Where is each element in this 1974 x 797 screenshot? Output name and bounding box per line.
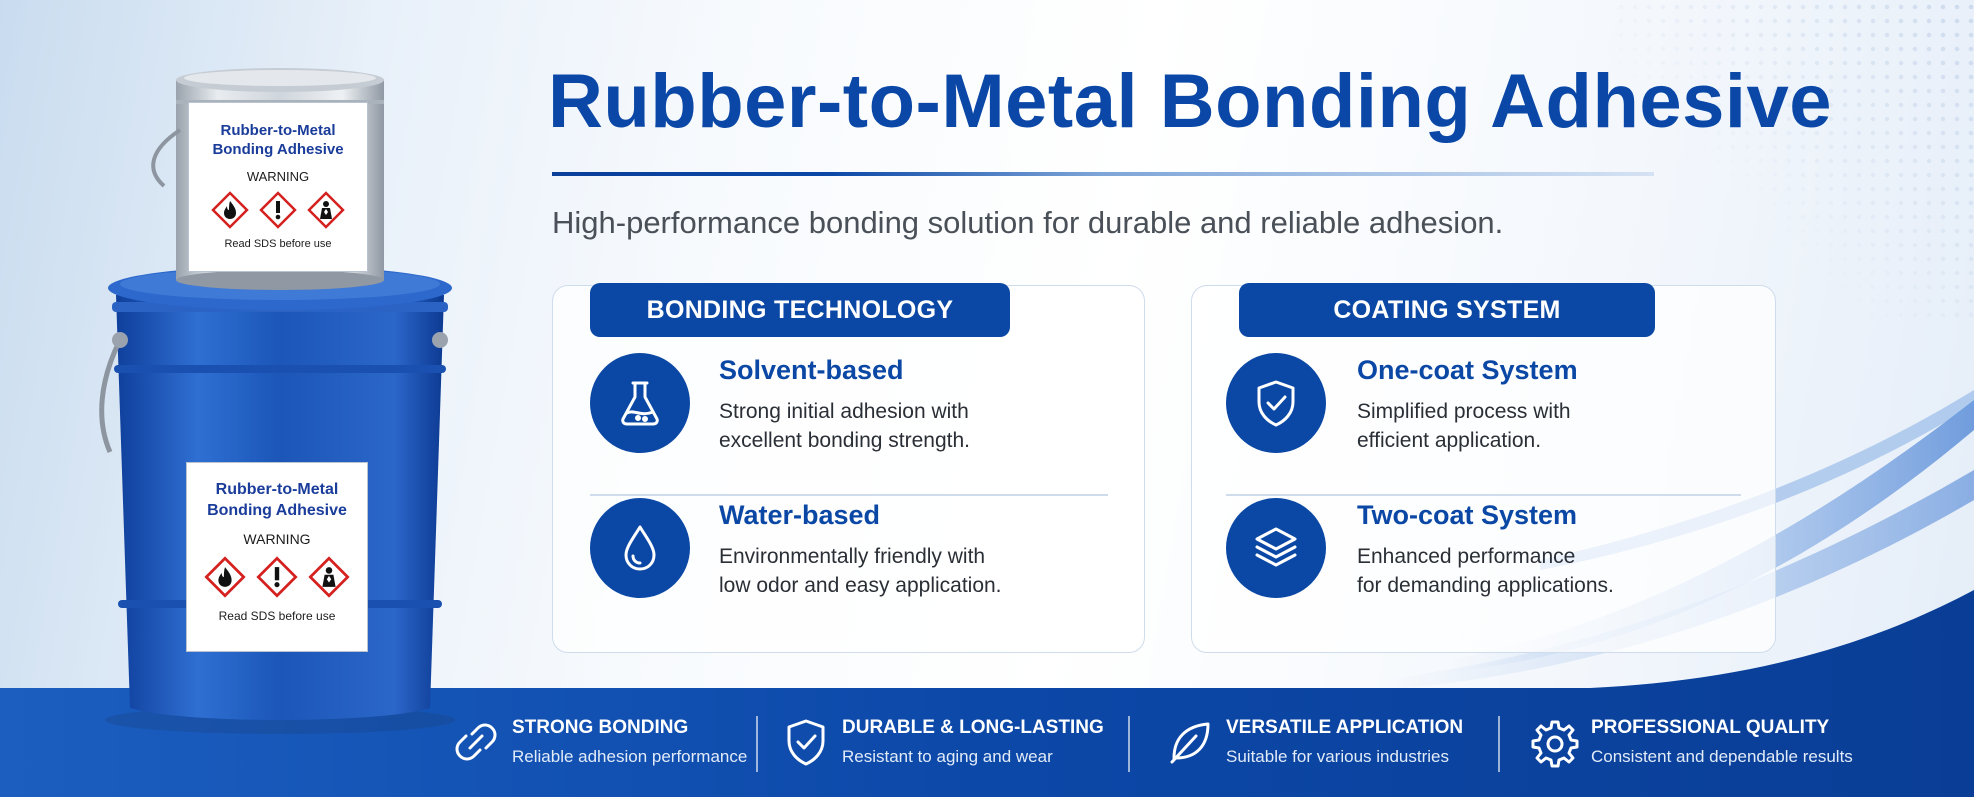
large-pail-warning: WARNING: [243, 531, 311, 547]
description-line: Environmentally friendly with: [719, 545, 986, 568]
small-can-product-name: Rubber-to-Metal Bonding Adhesive: [189, 121, 367, 159]
large-pail-hazards: [187, 555, 367, 599]
water-drop-icon: [590, 498, 690, 598]
large-pail-name-line2: Bonding Adhesive: [207, 502, 347, 519]
flame-icon: [204, 556, 246, 598]
dot-pattern: [1614, 0, 1974, 320]
two-coat-title: Two-coat System: [1357, 500, 1578, 530]
small-can-name-line2: Bonding Adhesive: [212, 141, 344, 158]
feature-professional: PROFESSIONAL QUALITY Consistent and depe…: [1527, 710, 1907, 774]
feature-title: VERSATILE APPLICATION: [1226, 717, 1464, 738]
feature-versatile: VERSATILE APPLICATION Suitable for vario…: [1162, 710, 1482, 774]
large-pail-product-name: Rubber-to-Metal Bonding Adhesive: [187, 479, 367, 521]
feature-durable: DURABLE & LONG-LASTING Resistant to agin…: [778, 710, 1118, 774]
feature-description: Consistent and dependable results: [1591, 747, 1853, 766]
shield-check-icon: [787, 719, 825, 766]
coating-system-panel: COATING SYSTEM One-coat System Simplifie…: [1191, 283, 1776, 653]
health-hazard-icon: [308, 556, 350, 598]
panel-divider: [590, 494, 1108, 496]
solvent-based-title: Solvent-based: [719, 355, 904, 385]
health-hazard-icon: [307, 191, 345, 229]
solvent-based-description: Strong initial adhesion with excellent b…: [719, 397, 1099, 455]
exclamation-icon: [259, 191, 297, 229]
large-pail-label: Rubber-to-Metal Bonding Adhesive WARNING…: [186, 462, 368, 652]
small-can-sds-note: Read SDS before use: [224, 238, 332, 250]
gear-icon: [1531, 720, 1579, 768]
layers-icon: [1226, 498, 1326, 598]
feature-item: Solvent-based Strong initial adhesion wi…: [553, 341, 1144, 491]
feature-separator: [1128, 716, 1130, 772]
small-can-label: Rubber-to-Metal Bonding Adhesive WARNING…: [188, 102, 368, 272]
flask-icon: [590, 353, 690, 453]
description-line: Strong initial adhesion with: [719, 400, 969, 423]
bonding-technology-heading: BONDING TECHNOLOGY: [590, 283, 1010, 337]
feature-separator: [756, 716, 758, 772]
feature-description: Resistant to aging and wear: [842, 747, 1053, 766]
feature-title: STRONG BONDING: [512, 717, 689, 738]
title-underline: [552, 172, 1654, 176]
shield-check-icon: [1226, 353, 1326, 453]
feature-strong-bonding: STRONG BONDING Reliable adhesion perform…: [448, 710, 748, 774]
description-line: low odor and easy application.: [719, 574, 1002, 597]
feature-title: PROFESSIONAL QUALITY: [1591, 717, 1830, 738]
product-cans: Rubber-to-Metal Bonding Adhesive WARNING…: [80, 40, 480, 740]
feature-item: Water-based Environmentally friendly wit…: [553, 486, 1144, 636]
coating-system-heading: COATING SYSTEM: [1239, 283, 1655, 337]
flame-icon: [211, 191, 249, 229]
exclamation-icon: [256, 556, 298, 598]
small-can-name-line1: Rubber-to-Metal: [220, 122, 336, 139]
small-can-warning: WARNING: [246, 169, 310, 184]
description-line: excellent bonding strength.: [719, 429, 971, 452]
two-coat-description: Enhanced performance for demanding appli…: [1357, 542, 1737, 600]
chain-link-icon: [455, 723, 497, 761]
water-based-title: Water-based: [719, 500, 881, 530]
description-line: for demanding applications.: [1357, 574, 1614, 597]
page-title: Rubber-to-Metal Bonding Adhesive: [548, 59, 1833, 144]
feature-description: Reliable adhesion performance: [512, 747, 748, 766]
small-can-hazards: [189, 190, 367, 230]
page-subtitle: High-performance bonding solution for du…: [552, 205, 1504, 240]
one-coat-title: One-coat System: [1357, 355, 1578, 385]
feature-description: Suitable for various industries: [1226, 747, 1450, 766]
description-line: efficient application.: [1357, 429, 1542, 452]
description-line: Enhanced performance: [1357, 545, 1576, 568]
large-pail-sds-note: Read SDS before use: [218, 609, 336, 623]
one-coat-description: Simplified process with efficient applic…: [1357, 397, 1737, 455]
bonding-technology-panel: BONDING TECHNOLOGY Solvent-based Strong …: [552, 283, 1145, 653]
large-pail-name-line1: Rubber-to-Metal: [215, 481, 339, 498]
water-based-description: Environmentally friendly with low odor a…: [719, 542, 1099, 600]
description-line: Simplified process with: [1357, 400, 1571, 423]
leaf-icon: [1170, 722, 1210, 764]
feature-title: DURABLE & LONG-LASTING: [842, 717, 1104, 738]
panel-divider: [1226, 494, 1741, 496]
feature-separator: [1498, 716, 1500, 772]
feature-item: One-coat System Simplified process with …: [1192, 341, 1775, 491]
feature-item: Two-coat System Enhanced performance for…: [1192, 486, 1775, 636]
